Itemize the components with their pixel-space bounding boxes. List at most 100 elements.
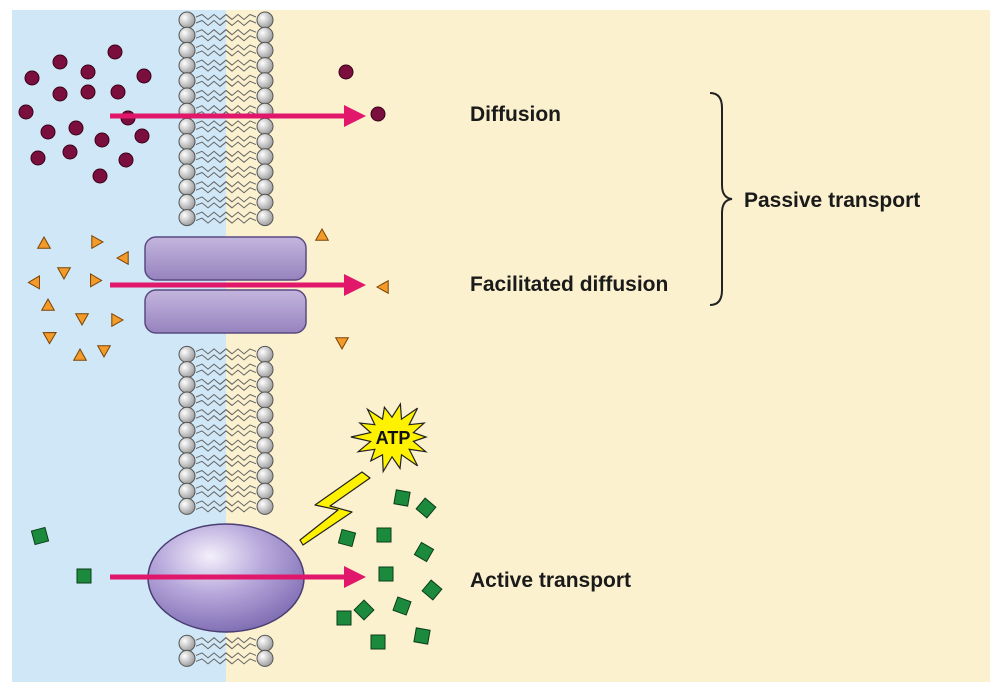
lipid-tail — [219, 13, 257, 21]
facilitated-particle — [72, 347, 88, 361]
lipid-tail — [219, 50, 257, 57]
lipid-head — [256, 391, 274, 409]
lipid-tail — [219, 44, 257, 51]
diffusion-particle — [136, 68, 152, 84]
transport-arrows — [110, 105, 366, 588]
lipid-head — [178, 26, 196, 44]
facilitated-particle — [334, 337, 350, 351]
facilitated-diffusion-arrow — [110, 274, 366, 296]
diffusion-particle — [62, 144, 78, 160]
lipid-head — [178, 148, 196, 166]
active-particle — [378, 566, 394, 582]
facilitated-particle — [314, 227, 330, 241]
lipid-tail — [219, 475, 257, 483]
lipid-tail — [219, 460, 257, 467]
channel-protein — [144, 236, 307, 334]
lipid-tail — [219, 171, 257, 179]
facilitated-particle — [111, 312, 125, 328]
diffusion-particle — [68, 120, 84, 136]
passive-transport-brace — [709, 92, 733, 306]
lipid-head — [256, 634, 274, 652]
active-particle — [337, 528, 357, 548]
facilitated-particle — [89, 273, 103, 288]
lipid-tail — [219, 141, 257, 148]
facilitated-particle — [40, 297, 56, 311]
diffusion-particle — [107, 44, 123, 60]
lipid-head — [178, 163, 196, 181]
arrow-head — [344, 105, 366, 127]
lipid-tail — [219, 187, 257, 194]
diffusion-arrow — [110, 105, 366, 127]
diffusion-particle — [338, 64, 354, 80]
lipid-head — [256, 117, 274, 135]
lipid-head — [178, 376, 196, 394]
diffusion-particle — [110, 84, 126, 100]
lipid-head — [178, 178, 196, 196]
lipid-head — [256, 361, 274, 379]
lipid-head — [256, 406, 274, 424]
lipid-head — [256, 57, 274, 75]
facilitated-particle — [42, 331, 57, 345]
lipid-tail — [219, 74, 257, 81]
lipid-head — [178, 41, 196, 59]
lipid-tail — [219, 211, 257, 218]
lipid-tail — [219, 363, 257, 370]
active-particle — [353, 599, 375, 621]
diffusion-particle — [30, 150, 46, 166]
lipid-tail — [219, 384, 257, 391]
lipid-tail — [219, 369, 257, 376]
active-particle — [370, 634, 386, 650]
lipid-head — [256, 497, 274, 515]
lipid-head — [256, 649, 274, 667]
lipid-tail — [219, 217, 257, 224]
lipid-tail — [219, 59, 257, 66]
active-particle — [413, 541, 435, 563]
arrow-head — [344, 274, 366, 296]
lipid-tail — [219, 469, 257, 477]
lipid-tail — [219, 80, 257, 87]
lipid-head — [178, 57, 196, 75]
active-particle — [421, 579, 443, 601]
lipid-head — [256, 209, 274, 227]
lipid-tail — [219, 643, 257, 650]
facilitated-particle — [115, 250, 129, 266]
lipid-tail — [219, 637, 257, 644]
lipid-head — [256, 345, 274, 363]
lipid-head — [256, 87, 274, 105]
lipid-head — [256, 178, 274, 196]
lipid-head — [256, 133, 274, 151]
diffusion-particle — [370, 106, 386, 122]
lipid-tail — [219, 348, 257, 355]
lipid-tail — [219, 424, 257, 431]
lipid-head — [256, 193, 274, 211]
lipid-head — [178, 361, 196, 379]
lipid-head — [178, 497, 196, 515]
diffusion-particle — [80, 64, 96, 80]
lipid-tail — [219, 95, 257, 103]
diffusion-particle — [92, 168, 108, 184]
lipid-tail — [219, 378, 257, 385]
lipid-head — [256, 163, 274, 181]
active-transport-arrow — [110, 566, 366, 588]
diffusion-particle — [40, 124, 56, 140]
facilitated-particle — [27, 275, 41, 290]
lipid-head — [178, 634, 196, 652]
diffusion-particle — [52, 86, 68, 102]
lipid-head — [178, 421, 196, 439]
diffusion-particle — [118, 152, 134, 168]
lipid-head — [178, 452, 196, 470]
solute-particles — [18, 44, 443, 650]
lipid-tail — [219, 89, 257, 97]
active-particle — [376, 527, 392, 543]
facilitated-particle — [56, 267, 72, 281]
lipid-head — [178, 117, 196, 135]
lipid-tail — [219, 491, 257, 498]
lipid-tail — [219, 485, 257, 492]
lipid-tail — [219, 445, 257, 452]
lipid-tail — [219, 29, 257, 36]
lipid-tail — [219, 430, 257, 437]
lipid-tail — [219, 658, 257, 665]
lipid-head — [256, 72, 274, 90]
lipid-head — [178, 193, 196, 211]
